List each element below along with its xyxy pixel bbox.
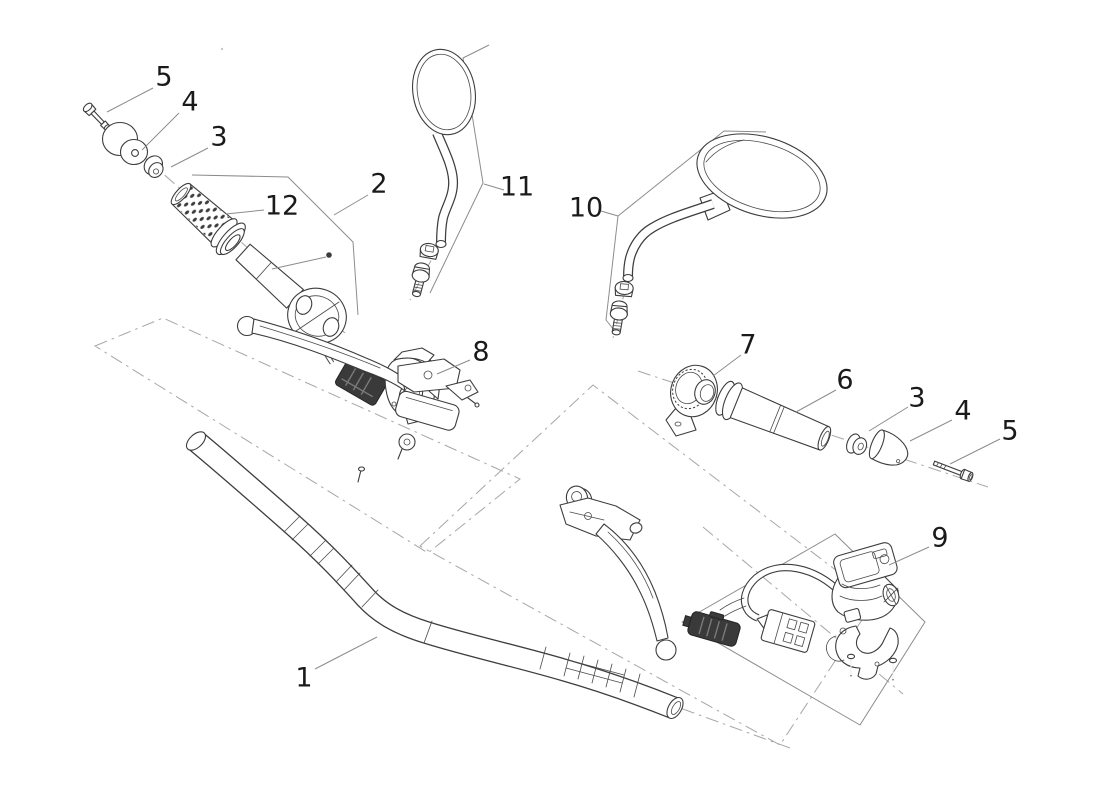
callout-10: 10 — [568, 192, 604, 224]
part-clutch-lever — [559, 485, 677, 661]
callout-6: 6 — [836, 364, 854, 396]
switch-mount-screws — [846, 653, 898, 681]
part-switch-right-assembly — [682, 542, 900, 681]
callout-1: 1 — [295, 662, 313, 694]
callout-8: 8 — [472, 336, 490, 368]
leader-line-12 — [225, 209, 265, 215]
leader-line-8 — [436, 359, 471, 375]
leader-line-1 — [314, 636, 378, 670]
part-brake-lever-master-cylinder — [236, 315, 480, 483]
callout-3-left: 3 — [210, 121, 228, 153]
switch-clamp-bracket — [826, 625, 899, 680]
part-throttle-housing-right — [665, 364, 718, 437]
part-nut-right — [846, 433, 868, 455]
callout-7: 7 — [739, 329, 757, 361]
grip-texture — [174, 186, 233, 243]
harness-connector-white — [756, 609, 816, 653]
leader-line-11 — [483, 183, 505, 191]
handlebar-knurl-marks — [283, 515, 641, 698]
part-grip — [170, 182, 246, 256]
leader-line-3 — [868, 406, 909, 432]
harness-connector-dark — [682, 611, 741, 647]
part-handlebar — [185, 431, 684, 720]
mirror-left-mount-stud — [411, 262, 431, 298]
bracket-part-2 — [191, 174, 359, 316]
part-mirror-right — [609, 133, 828, 336]
mirror-right-mount-stud — [609, 300, 628, 336]
leader-line-6 — [795, 389, 837, 413]
callout-12: 12 — [264, 190, 300, 222]
part-nut-left — [143, 155, 164, 179]
callout-4-left: 4 — [181, 86, 199, 118]
leader-line-5 — [106, 87, 154, 113]
callout-9: 9 — [931, 522, 949, 554]
leader-line-5 — [949, 438, 1001, 465]
callout-dot-part-2 — [271, 252, 332, 270]
leader-line-4 — [141, 112, 180, 151]
leader-line-7 — [712, 354, 742, 377]
callout-5-left: 5 — [155, 61, 173, 93]
part-barend-weight-left — [101, 121, 149, 166]
mirror-left-mount-nut — [419, 242, 439, 260]
callout-3-right: 3 — [908, 382, 926, 414]
callout-4-right: 4 — [954, 395, 972, 427]
part-barend-weight-right — [868, 429, 909, 466]
callout-5-right: 5 — [1001, 415, 1019, 447]
leader-lines — [106, 87, 1001, 670]
bracket-part-11 — [429, 44, 490, 294]
leader-line-10 — [600, 210, 619, 217]
mirror-right-mount-nut — [614, 280, 634, 298]
part-screw-right — [932, 460, 974, 482]
speck — [220, 47, 224, 51]
part-throttle-tube — [235, 243, 387, 406]
leader-line-4 — [909, 419, 953, 442]
group-outline-left — [93, 317, 521, 554]
part-screw-left — [82, 102, 110, 131]
callout-11: 11 — [499, 171, 535, 203]
leader-line-9 — [888, 546, 930, 566]
callout-2: 2 — [370, 168, 388, 200]
switch-unit — [831, 542, 900, 623]
part-grip-tube-right — [715, 380, 832, 451]
leader-line-3 — [170, 147, 209, 168]
part-mirror-left — [411, 48, 476, 298]
leader-line-2 — [333, 194, 369, 216]
